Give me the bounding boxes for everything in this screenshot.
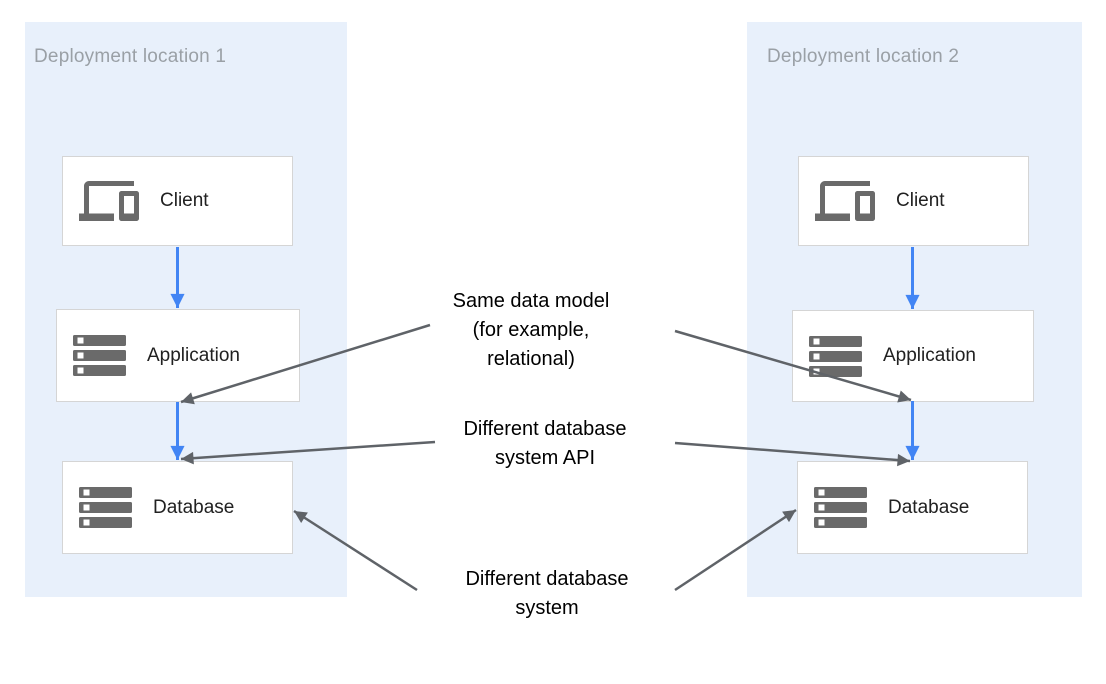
database-node-2: Database	[797, 461, 1028, 554]
server-stack-icon	[809, 335, 862, 377]
server-stack-icon	[814, 487, 867, 528]
devices-icon	[79, 181, 139, 221]
node-label: Database	[153, 496, 235, 518]
panel-title-1: Deployment location 1	[34, 46, 227, 67]
node-label: Database	[888, 496, 970, 518]
client-node-1: Client	[62, 156, 293, 246]
devices-icon	[815, 181, 875, 221]
node-label: Application	[147, 344, 240, 366]
server-stack-icon	[73, 335, 126, 376]
node-label: Application	[883, 345, 976, 366]
annotation-different-database-api: Different database system API	[463, 418, 627, 469]
application-node-1: Application	[56, 309, 300, 402]
client-node-2: Client	[798, 156, 1029, 246]
node-label: Client	[896, 190, 945, 211]
server-stack-icon	[79, 487, 132, 528]
annotation-same-data-model: Same data model (for example, relational…	[452, 290, 610, 370]
node-label: Client	[160, 190, 209, 211]
panel-title-2: Deployment location 2	[767, 46, 960, 67]
annotation-different-database-system: Different database system	[465, 568, 629, 619]
application-node-2: Application	[792, 310, 1034, 402]
database-node-1: Database	[62, 461, 293, 554]
